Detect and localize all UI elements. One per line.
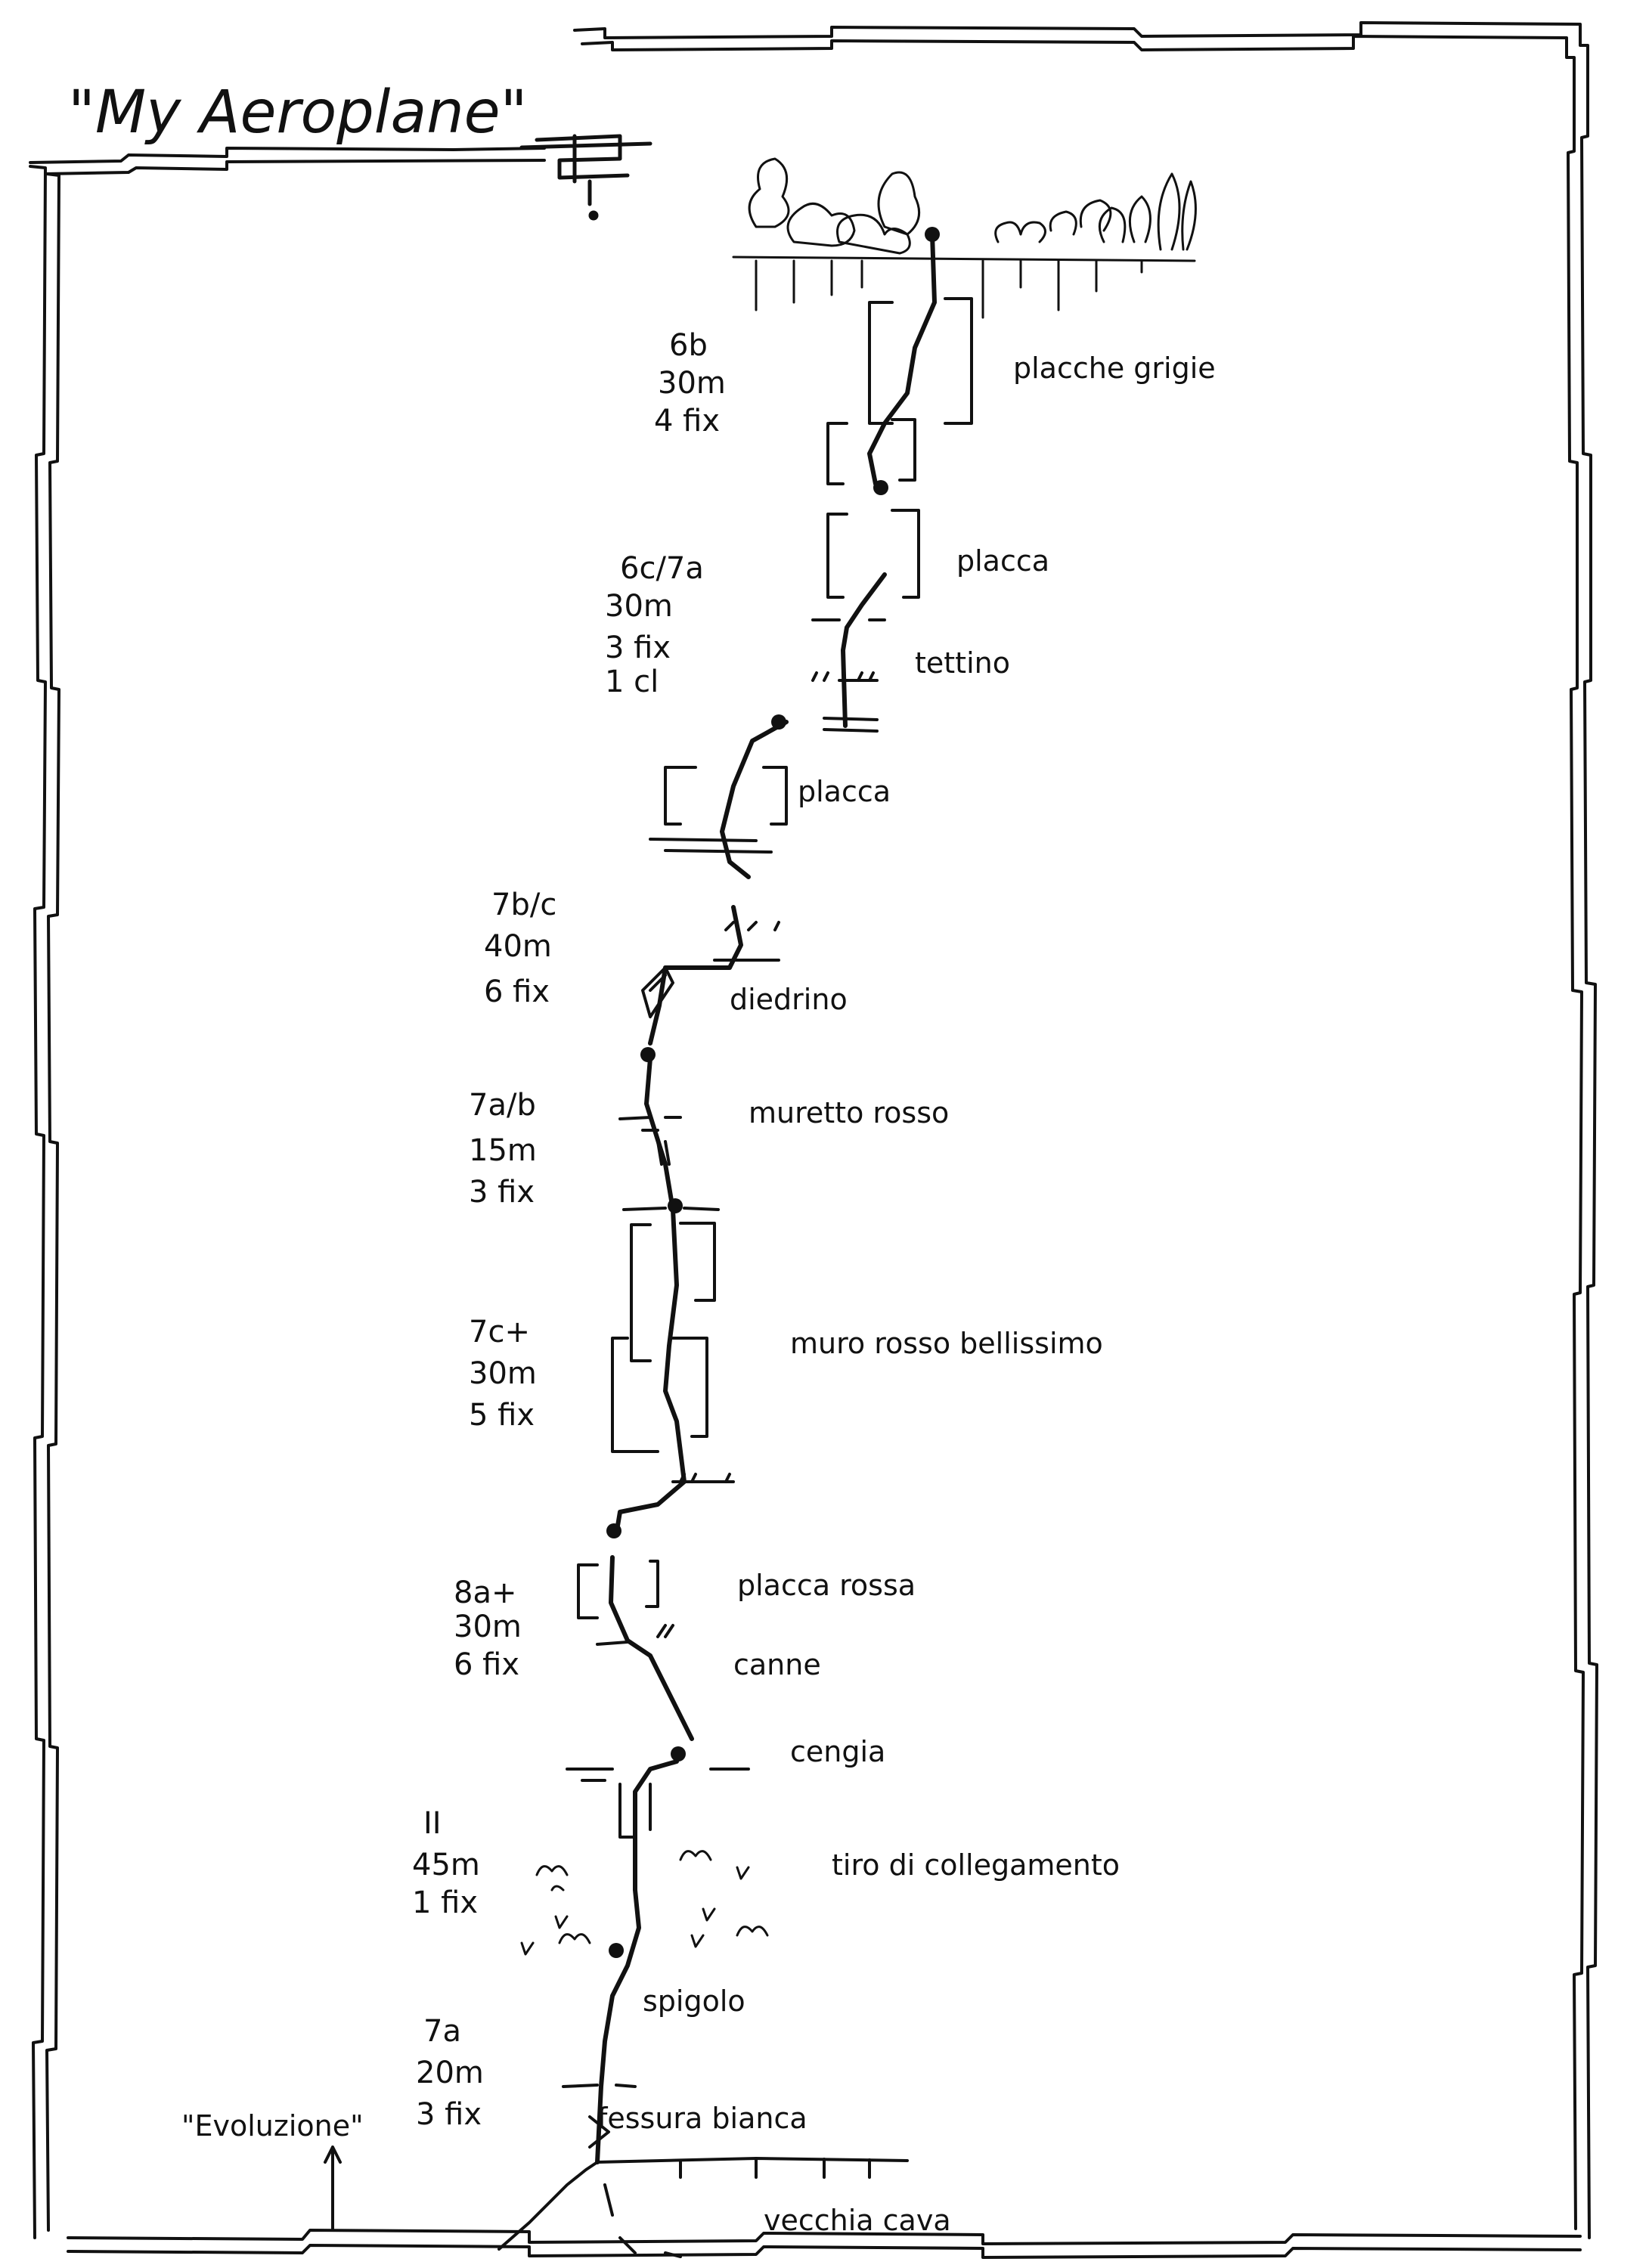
vegetation-tufts xyxy=(520,1850,769,1956)
pitch-grade: 6c/7a xyxy=(620,551,704,586)
terrain-symbols xyxy=(562,297,973,2149)
feature-label: tettino xyxy=(915,646,1010,680)
pitch-1-grades: 6b 30m 4 fix xyxy=(654,328,726,438)
pitch-length: 40m xyxy=(484,929,552,964)
feature-label: placca xyxy=(956,544,1049,578)
pitch-length: 45m xyxy=(412,1848,480,1882)
feature-label: placche grigie xyxy=(1013,352,1216,385)
feature-label: canne xyxy=(733,1648,821,1681)
belay-station xyxy=(771,714,786,730)
belay-station xyxy=(668,1198,683,1213)
pitch-length: 30m xyxy=(605,589,673,624)
quarry-base xyxy=(324,2146,909,2258)
pitch-protection: 5 fix xyxy=(469,1398,535,1433)
feature-label: cengia xyxy=(790,1735,885,1768)
pitch-length: 15m xyxy=(469,1133,537,1168)
belay-station xyxy=(873,480,888,495)
route-line xyxy=(595,232,937,2164)
belay-station xyxy=(925,227,940,242)
pitch-7-grades: II 45m 1 fix xyxy=(412,1806,480,1920)
pitch-grade: 8a+ xyxy=(454,1576,516,1610)
feature-label: fessura bianca xyxy=(597,2102,807,2135)
belay-station xyxy=(640,1047,656,1062)
pitch-protection: 1 cl xyxy=(605,665,659,699)
belay-stations xyxy=(606,227,940,1958)
aeroplane-icon xyxy=(519,134,652,221)
route-title: "My Aeroplane" xyxy=(68,79,528,147)
feature-label: muretto rosso xyxy=(749,1096,949,1129)
belay-station xyxy=(609,1943,624,1958)
pitch-protection: 3 fix xyxy=(469,1175,535,1210)
side-route-label: "Evoluzione" xyxy=(181,2109,364,2143)
pitch-grade: 7b/c xyxy=(491,888,556,922)
pitch-protection: 3 fix xyxy=(416,2097,482,2132)
pitch-length: 20m xyxy=(416,2056,484,2090)
feature-label: tiro di collegamento xyxy=(832,1848,1120,1882)
feature-label: diedrino xyxy=(730,983,848,1016)
pitch-protection: 4 fix xyxy=(654,404,720,438)
feature-label: placca rossa xyxy=(737,1569,916,1602)
base-label: vecchia cava xyxy=(764,2204,951,2237)
pitch-protection: 6 fix xyxy=(454,1647,519,1682)
pitch-protection: 6 fix xyxy=(484,974,550,1009)
feature-label: placca xyxy=(798,775,891,808)
pitch-grade: II xyxy=(423,1806,442,1841)
pitch-8-grades: 7a 20m 3 fix xyxy=(416,2014,484,2132)
feature-labels: placche grigie placca tettino placca die… xyxy=(181,352,1216,2237)
top-vegetation xyxy=(732,157,1197,319)
pitch-protection: 1 fix xyxy=(412,1885,478,1920)
pitch-length: 30m xyxy=(658,366,726,401)
feature-label: spigolo xyxy=(643,1984,745,2018)
pitch-length: 30m xyxy=(469,1356,537,1391)
pitch-2-grades: 6c/7a 30m 3 fix 1 cl xyxy=(605,551,704,699)
belay-station xyxy=(606,1523,621,1538)
pitch-grade: 7c+ xyxy=(469,1315,530,1349)
feature-label: muro rosso bellissimo xyxy=(790,1327,1103,1360)
page-frame xyxy=(29,21,1598,2259)
pitch-length: 30m xyxy=(454,1610,522,1644)
pitch-3-grades: 7b/c 40m 6 fix xyxy=(484,888,556,1009)
belay-station xyxy=(671,1746,686,1761)
pitch-5-grades: 7c+ 30m 5 fix xyxy=(469,1315,537,1433)
pitch-grade: 7a/b xyxy=(469,1088,536,1123)
pitch-grade: 7a xyxy=(423,2014,461,2049)
pitch-6-grades: 8a+ 30m 6 fix xyxy=(454,1576,522,1682)
pitch-grade: 6b xyxy=(669,328,708,363)
pitch-4-grades: 7a/b 15m 3 fix xyxy=(469,1088,537,1210)
pitch-protection: 3 fix xyxy=(605,631,671,665)
